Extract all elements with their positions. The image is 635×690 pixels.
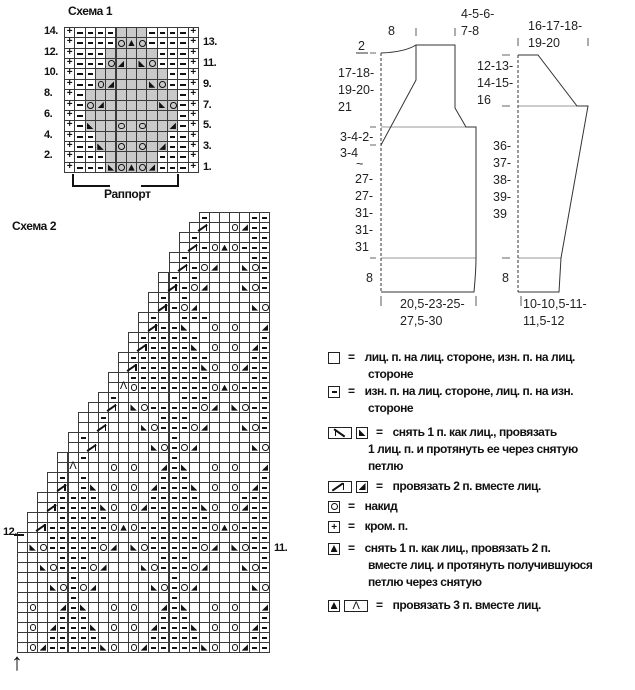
cap-height-1: 12-13-	[477, 59, 513, 73]
sleeve-length-2: 37-	[493, 156, 511, 170]
slashwide-symbol-icon	[328, 480, 352, 493]
neck-depth: 2	[358, 39, 365, 53]
scheme2-title: Схема 2	[12, 219, 57, 233]
lambdawide-symbol-icon	[344, 598, 368, 615]
s2kp-symbol-icon	[328, 542, 340, 555]
legend-text: стороне	[368, 401, 414, 415]
front-width-1: 20,5-23-25-	[400, 297, 465, 311]
legend-item: = изн. п. на лиц. стороне, лиц. п. на изн…	[328, 383, 574, 417]
body-length-5: 31	[355, 240, 369, 254]
backslashwide-symbol-icon	[328, 426, 352, 439]
scheme1-title: Схема 1	[68, 4, 113, 18]
start-arrow-icon: ↑	[11, 649, 23, 676]
legend-item: = снять 1 п. как лиц., провязать 2 п. вмес…	[328, 540, 593, 591]
row-label: 10.	[44, 66, 58, 79]
row-label: 14.	[44, 25, 58, 37]
scheme2-row-label-11: 11.	[274, 542, 288, 554]
legend-item: = кром. п.	[328, 518, 408, 536]
row-label: 12.	[44, 45, 58, 58]
legend-item: = провязать 3 п. вместе лиц.	[328, 597, 542, 615]
equals-sign: =	[348, 384, 355, 398]
row-label: 13.	[203, 36, 217, 49]
legend-text: снять 1 п. как лиц., провязать 2 п.	[364, 541, 551, 555]
purl-symbol-icon	[328, 385, 340, 398]
sleeve-length-5: 39	[493, 207, 507, 221]
ssk-symbol-icon	[356, 426, 368, 439]
body-length-4: 31-	[355, 223, 373, 237]
row-label: 2.	[44, 149, 53, 162]
legend-text: 1 лиц. п. и протянуть ее через снятую	[368, 442, 578, 456]
sleeve-length-3: 38-	[493, 173, 511, 187]
sleeve-piece	[502, 38, 589, 306]
legend-item: = лиц. п. на лиц. стороне, изн. п. на лиц…	[328, 349, 575, 383]
legend-text: накид	[364, 499, 398, 513]
armhole-height-1: 17-18-	[338, 66, 374, 80]
legend-text: кром. п.	[364, 519, 408, 533]
knit-symbol-icon	[328, 351, 340, 364]
sleeve-rib-height: 8	[502, 271, 509, 285]
scheme2-row-label-12: 12.	[3, 526, 17, 538]
legend-text: провязать 3 п. вместе лиц.	[392, 598, 542, 612]
cuff-width-2: 11,5-12	[523, 314, 565, 328]
edge-stitch-cell	[187, 161, 199, 174]
front-rib-height: 8	[366, 271, 373, 285]
legend-text: изн. п. на лиц. стороне, лиц. п. на изн.	[364, 384, 574, 398]
row-12-marker	[14, 534, 24, 536]
garment-schematic: 2 8 4-5-6- 7-8 17-18- 19-20- 21 3-4-2- 3…	[338, 7, 589, 328]
body-length-1: 27-	[355, 172, 373, 186]
row-label: 3.	[203, 139, 212, 152]
front-piece	[370, 28, 477, 306]
equals-sign: =	[348, 350, 355, 364]
sleeve-top-width-2: 19-20	[528, 36, 560, 50]
cuff-width-1: 10-10,5-11-	[523, 297, 587, 311]
legend-item: = провязать 2 п. вместе лиц.	[328, 478, 541, 495]
legend-text: лиц. п. на лиц. стороне, изн. п. на лиц.	[364, 350, 576, 364]
k2tog-symbol-icon	[356, 480, 368, 493]
sleeve-length-1: 36-	[493, 139, 511, 153]
legend-text: петлю через снятую	[368, 575, 482, 589]
body-length-2: 27-	[355, 189, 373, 203]
legend-text: снять 1 п. как лиц., провязать	[392, 425, 558, 439]
edge-symbol-icon	[328, 519, 340, 536]
row-label: 1.	[203, 160, 212, 173]
legend-item: = накид	[328, 498, 398, 515]
equals-sign: =	[376, 598, 383, 612]
legend-text: вместе лиц. и протянуть получившуюся	[368, 558, 593, 572]
legend-text: петлю	[368, 459, 404, 473]
sleeve-top-width-1: 16-17-18-	[528, 19, 582, 33]
cap-height-2: 14-15-	[477, 76, 513, 90]
neck-width-1: 4-5-6-	[461, 7, 494, 21]
equals-sign: =	[348, 541, 355, 555]
body-length-3: 31-	[355, 206, 373, 220]
equals-sign: =	[376, 479, 383, 493]
repeat-bracket	[72, 174, 179, 187]
row-label: 8.	[44, 87, 53, 100]
row-label: 9.	[203, 77, 212, 90]
yo-symbol-icon	[328, 500, 340, 513]
row-label: 11.	[203, 57, 217, 70]
shoulder-width: 8	[388, 24, 395, 38]
tilde: ~	[356, 157, 363, 171]
neck-width-2: 7-8	[461, 24, 479, 38]
legend-text: провязать 2 п. вместе лиц.	[392, 479, 542, 493]
armhole-height-3: 21	[338, 100, 352, 114]
row-label: 4.	[44, 128, 53, 141]
row-label: 7.	[203, 98, 212, 111]
raglan-offset-1: 3-4-2-	[340, 130, 373, 144]
s2kp-symbol-icon	[328, 599, 340, 612]
equals-sign: =	[348, 499, 355, 513]
equals-sign: =	[348, 519, 355, 533]
legend-item: = снять 1 п. как лиц., провязать 1 лиц. п.…	[328, 424, 578, 475]
legend-text: стороне	[368, 367, 414, 381]
cap-height-3: 16	[477, 93, 491, 107]
sleeve-length-4: 39-	[493, 190, 511, 204]
equals-sign: =	[376, 425, 383, 439]
purl-stitch-cell	[259, 642, 271, 653]
raglan-offset-2: 3-4	[340, 146, 358, 160]
row-label: 5.	[203, 119, 212, 132]
armhole-height-2: 19-20-	[338, 83, 374, 97]
repeat-label: Раппорт	[104, 187, 151, 201]
front-width-2: 27,5-30	[400, 314, 442, 328]
row-label: 6.	[44, 107, 53, 120]
